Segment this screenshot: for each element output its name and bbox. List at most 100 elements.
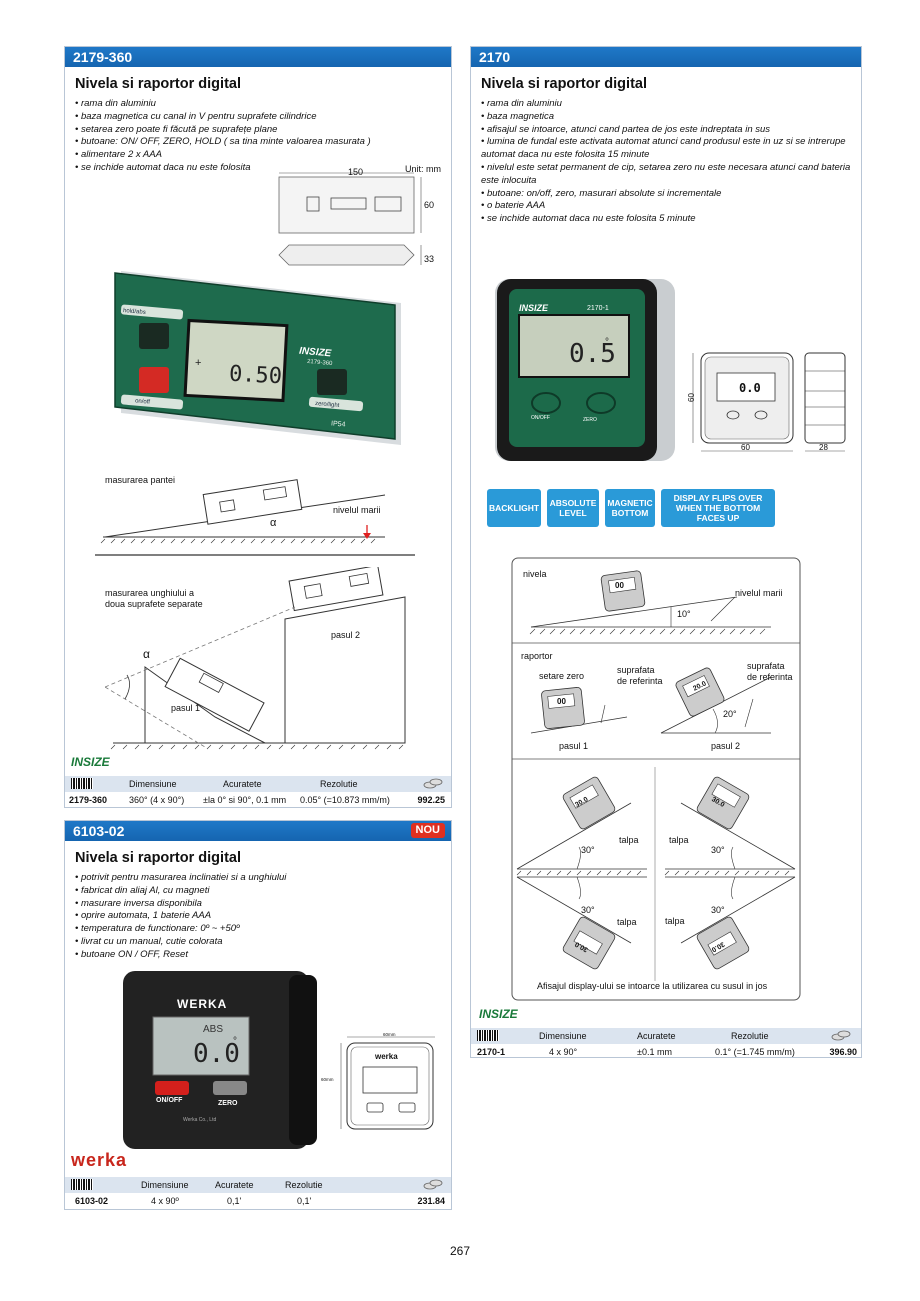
row-accuracy: 0,1' bbox=[227, 1196, 242, 1206]
raportor-step2-label: pasul 2 bbox=[711, 741, 741, 751]
step1-label: pasul 1 bbox=[171, 703, 201, 713]
row-resolution: 0.1° (=1.745 mm/m) bbox=[715, 1047, 795, 1057]
raportor-angle-label: 20° bbox=[723, 709, 737, 719]
drawing-lcd-reading: 0.0 bbox=[739, 381, 761, 395]
feature-item: oprire automata, 1 baterie AAA bbox=[75, 910, 451, 923]
device-lcd-degree: ° bbox=[605, 337, 609, 348]
device-brand: WERKA bbox=[177, 997, 228, 1011]
alpha-label-2: α bbox=[143, 647, 150, 661]
drawing-width-label: 150 bbox=[348, 167, 364, 177]
device-lcd-plus: + bbox=[195, 357, 202, 369]
feature-item: butoane ON / OFF, Reset bbox=[75, 949, 451, 962]
technical-drawing bbox=[692, 352, 846, 452]
coins-icon bbox=[423, 778, 443, 789]
row-code: 2170-1 bbox=[477, 1047, 506, 1057]
feature-badge-backlight: BACKLIGHT bbox=[487, 489, 541, 527]
feature-list: rama din aluminiu baza magnetica cu cana… bbox=[75, 98, 451, 175]
spec-table-header: Dimensiune Acuratete Rezolutie bbox=[65, 1177, 451, 1193]
drawing-height-label: 60 bbox=[686, 393, 696, 402]
col-dimension: Dimensiune bbox=[141, 1180, 189, 1190]
row-code: 2179-360 bbox=[69, 795, 108, 805]
talpa-label-2: talpa bbox=[669, 835, 689, 845]
device-onoff-label: ON/OFF bbox=[531, 415, 550, 421]
feature-item: setarea zero poate fi făcută pe suprafeț… bbox=[75, 124, 451, 137]
angle-label-line1: masurarea unghiului a bbox=[105, 588, 195, 598]
barcode-icon bbox=[71, 778, 93, 789]
feature-badge-magnetic-bottom: MAGNETIC BOTTOM bbox=[605, 489, 655, 527]
feature-item: afisajul se intoarce, atunci cand partea… bbox=[481, 124, 851, 137]
device-lcd-reading: 0.0 bbox=[193, 1039, 240, 1069]
angle-30-label-2: 30° bbox=[711, 845, 725, 855]
product-title: Nivela si raportor digital bbox=[481, 76, 647, 92]
raportor-step1-label: pasul 1 bbox=[559, 741, 589, 751]
feature-item: butoane: ON/ OFF, ZERO, HOLD ( sa tina m… bbox=[75, 136, 451, 149]
product-panel-2179-360: 2179-360 Nivela si raportor digital rama… bbox=[64, 46, 452, 808]
row-dimension: 360° (4 x 90°) bbox=[129, 795, 185, 805]
device-lcd-reading: 0.50 bbox=[228, 361, 283, 390]
product-title: Nivela si raportor digital bbox=[75, 76, 241, 92]
drawing-unit-label: Unit: mm bbox=[405, 164, 441, 174]
feature-item: se inchide automat daca nu este folosita… bbox=[481, 213, 851, 226]
feature-list: potrivit pentru masurarea inclinatiei si… bbox=[75, 872, 451, 962]
feature-item: baza magnetica cu canal in V pentru supr… bbox=[75, 111, 451, 124]
product-panel-2170: 2170 Nivela si raportor digital rama din… bbox=[470, 46, 862, 1058]
feature-item: se inchide automat daca nu este folosita bbox=[75, 162, 451, 175]
row-resolution: 0.05° (=10.873 mm/m) bbox=[300, 795, 390, 805]
feature-badge-absolute-level: ABSOLUTE LEVEL bbox=[547, 489, 599, 527]
feature-item: masurare inversa disponibila bbox=[75, 898, 451, 911]
drawing-depth-label: 33 bbox=[424, 254, 435, 264]
device-photo bbox=[495, 279, 675, 461]
feature-item: fabricat din aliaj Al, cu magneti bbox=[75, 885, 451, 898]
col-dimension: Dimensiune bbox=[129, 779, 177, 789]
insize-logo: INSIZE bbox=[479, 1007, 518, 1021]
slope-diagram bbox=[95, 479, 415, 556]
row-price: 231.84 bbox=[417, 1196, 445, 1206]
set-zero-label: setare zero bbox=[539, 671, 585, 681]
row-dimension: 4 x 90º bbox=[151, 1196, 179, 1206]
nivela-sea-label: nivelul marii bbox=[735, 588, 783, 598]
row-price: 992.25 bbox=[417, 795, 445, 805]
feature-badge-display-flips: DISPLAY FLIPS OVER WHEN THE BOTTOM FACES… bbox=[661, 489, 775, 527]
device-onoff-label: ON/OFF bbox=[156, 1097, 183, 1104]
col-resolution: Rezolutie bbox=[320, 779, 358, 789]
row-code: 6103-02 bbox=[75, 1196, 109, 1206]
col-accuracy: Acuratete bbox=[637, 1031, 676, 1041]
feature-item: potrivit pentru masurarea inclinatiei si… bbox=[75, 872, 451, 885]
talpa-label-4: talpa bbox=[665, 916, 685, 926]
alpha-label-1: α bbox=[270, 517, 277, 529]
technical-drawing bbox=[340, 1036, 435, 1130]
ref-surface-label-2a: suprafata bbox=[747, 661, 785, 671]
barcode-icon bbox=[71, 1179, 93, 1190]
angle-diagram bbox=[105, 567, 406, 750]
drawing-width-label: 60 bbox=[741, 443, 750, 452]
device-brand-logo: INSIZE bbox=[519, 303, 549, 313]
drawing-width-label: 60mm bbox=[383, 1032, 396, 1037]
row-dimension: 4 x 90° bbox=[549, 1047, 578, 1057]
col-accuracy: Acuratete bbox=[223, 779, 262, 789]
product-code-header: 2179-360 bbox=[65, 47, 451, 67]
ref-surface-label-1b: de referinta bbox=[617, 676, 663, 686]
device-abs-indicator: ABS bbox=[203, 1024, 224, 1035]
col-resolution: Rezolutie bbox=[731, 1031, 769, 1041]
angle-30-label-4: 30° bbox=[711, 905, 725, 915]
product-title: Nivela si raportor digital bbox=[75, 850, 241, 866]
row-price: 396.90 bbox=[829, 1047, 857, 1057]
step2-label: pasul 2 bbox=[331, 630, 361, 640]
technical-drawing bbox=[278, 172, 422, 266]
talpa-label-1: talpa bbox=[619, 835, 639, 845]
insize-logo-text: INSIZE bbox=[479, 1007, 518, 1021]
row-accuracy: ±0.1 mm bbox=[637, 1047, 672, 1057]
page-number: 267 bbox=[449, 1244, 471, 1258]
device-model: 2170-1 bbox=[587, 305, 609, 312]
raportor-lcd-reading-1: 00 bbox=[557, 697, 566, 706]
feature-item: temperatura de functionare: 0º ~ +50º bbox=[75, 923, 451, 936]
insize-logo: INSIZE bbox=[71, 755, 110, 769]
col-accuracy: Acuratete bbox=[215, 1180, 254, 1190]
device-zero-label: ZERO bbox=[218, 1100, 238, 1107]
feature-item: nivelul este setat permanent de cip, set… bbox=[481, 162, 851, 188]
feature-item: rama din aluminiu bbox=[75, 98, 451, 111]
spec-table-header: Dimensiune Acuratete Rezolutie bbox=[471, 1028, 861, 1044]
talpa-label-3: talpa bbox=[617, 917, 637, 927]
sea-level-label: nivelul marii bbox=[333, 505, 381, 515]
feature-item: alimentare 2 x AAA bbox=[75, 149, 451, 162]
